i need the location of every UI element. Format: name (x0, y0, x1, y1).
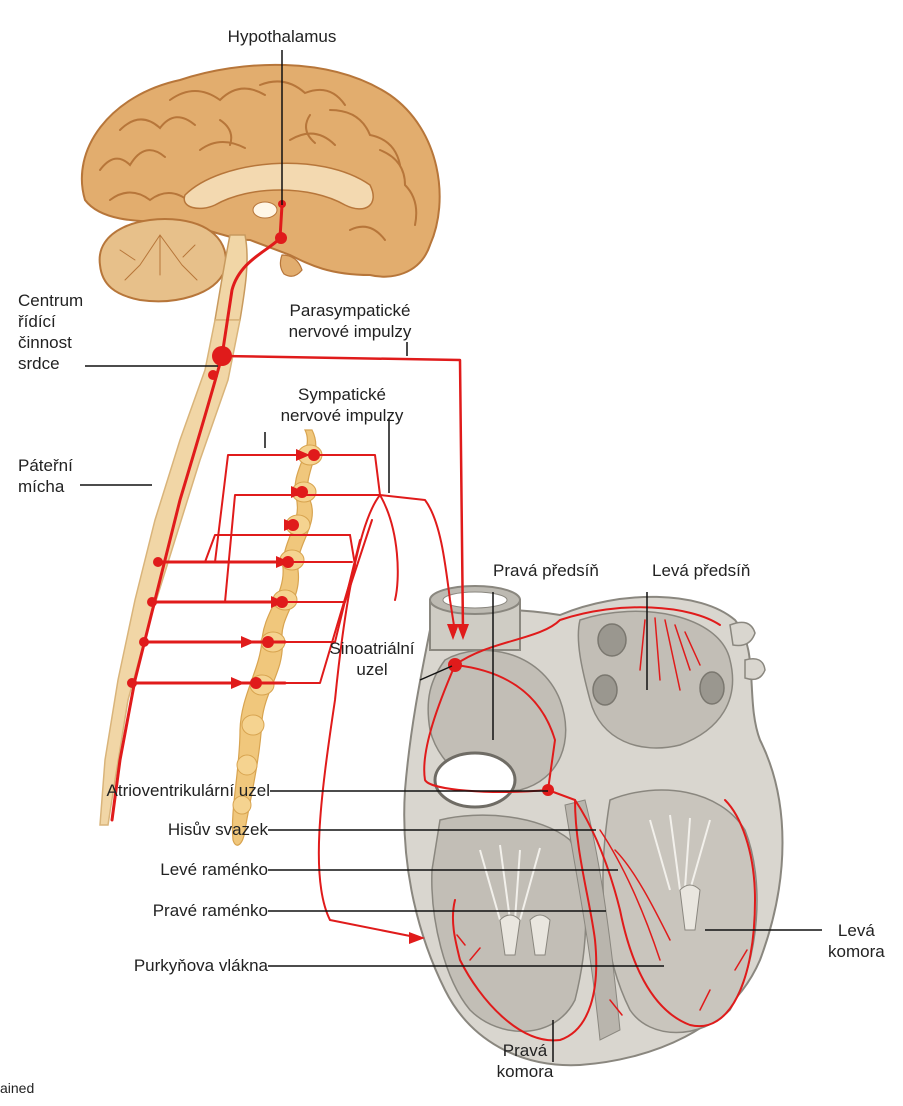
brain (82, 65, 440, 320)
label-his-bundle: Hisův svazek (168, 819, 268, 840)
label-right-branch: Pravé raménko (153, 900, 268, 921)
label-left-branch: Levé raménko (160, 859, 268, 880)
label-right-atrium: Pravá předsíň (493, 560, 599, 581)
label-centrum: Centrum řídící činnost srdce (18, 290, 83, 374)
label-hypothalamus: Hypothalamus (228, 26, 337, 47)
label-spinal-cord: Páteřní mícha (18, 455, 73, 497)
label-av-node: Atrioventrikulární uzel (107, 780, 270, 801)
label-right-ventricle: Pravá komora (497, 1040, 554, 1082)
label-purkinje: Purkyňova vlákna (134, 955, 268, 976)
cropped-text-fragment: ained (0, 1080, 34, 1096)
label-sa-node: Sinoatriální uzel (329, 638, 414, 680)
label-left-atrium: Levá předsíň (652, 560, 750, 581)
label-parasympathetic: Parasympatické nervové impulzy (289, 300, 412, 342)
label-left-ventricle: Levá komora (828, 920, 885, 962)
label-sympathetic: Sympatické nervové impulzy (281, 384, 404, 426)
